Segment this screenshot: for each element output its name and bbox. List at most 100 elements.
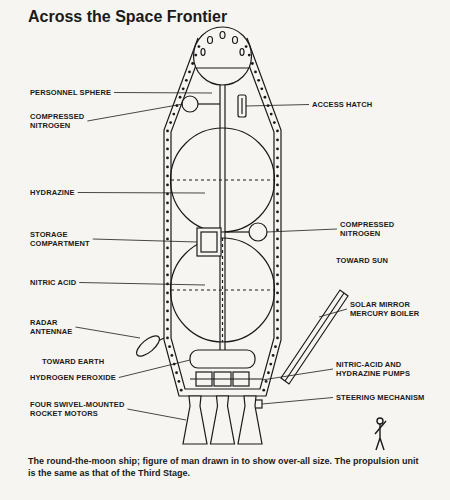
leader-line	[127, 409, 186, 420]
access-hatch-bar	[241, 98, 242, 114]
personnel-sphere	[194, 27, 252, 85]
rivet	[168, 345, 171, 348]
part-label: NITRIC ACID	[30, 278, 110, 287]
rivet	[185, 79, 188, 82]
rivet	[166, 220, 169, 223]
rivet	[248, 54, 251, 57]
window	[240, 49, 244, 56]
part-label: PERSONNEL SPHERE	[30, 88, 130, 97]
window	[208, 37, 213, 44]
rivet	[180, 389, 183, 392]
leader-line	[119, 360, 190, 378]
rivet	[262, 389, 265, 392]
window	[220, 32, 225, 39]
leader-line	[262, 398, 333, 405]
tank-seam	[171, 179, 274, 180]
rivet	[182, 87, 185, 90]
nitric-acid-tank	[171, 238, 275, 342]
rivet	[166, 256, 169, 259]
tank-seam	[171, 289, 274, 290]
rivet	[166, 274, 169, 277]
rivet	[257, 79, 260, 82]
rivet	[276, 238, 279, 241]
part-label: HYDROGEN PEROXIDE	[30, 373, 130, 382]
leader-line	[93, 239, 197, 242]
leader-line	[262, 369, 333, 380]
rivet	[179, 96, 182, 99]
hydrazine-tank	[171, 128, 275, 232]
rivet	[166, 229, 169, 232]
rivet	[194, 54, 197, 57]
rivet	[276, 319, 279, 322]
rivet	[276, 265, 279, 268]
part-label: RADAR ANTENNAE	[30, 318, 90, 336]
part-label: HYDRAZINE	[30, 188, 110, 197]
rocket-motor	[183, 396, 207, 444]
rivet	[276, 256, 279, 259]
rocket-motor	[211, 396, 235, 444]
rivet	[276, 193, 279, 196]
rivet	[166, 247, 169, 250]
rivet	[166, 211, 169, 214]
rivet	[166, 328, 169, 331]
rivet	[166, 265, 169, 268]
rivet	[188, 71, 191, 74]
part-label: STORAGE COMPARTMENT	[30, 230, 100, 248]
rivet	[276, 337, 279, 340]
rocket-motor	[238, 396, 262, 444]
rivet	[166, 184, 169, 187]
rivet	[166, 166, 169, 169]
rivet	[276, 301, 279, 304]
rivet	[273, 121, 276, 124]
rivet	[276, 283, 279, 286]
part-label: NITRIC-ACID AND HYDRAZINE PUMPS	[336, 360, 436, 378]
caption: The round-the-moon ship; figure of man d…	[28, 456, 428, 479]
rivet	[274, 345, 277, 348]
rivet	[272, 354, 275, 357]
rivet	[276, 292, 279, 295]
hydrogen-peroxide-tank	[190, 350, 255, 368]
direction-label: TOWARD SUN	[336, 256, 406, 265]
leader-line	[114, 92, 212, 94]
man-figure	[375, 418, 386, 450]
title: Across the Space Frontier	[28, 8, 227, 26]
part-label: COMPRESSED NITROGEN	[340, 220, 410, 238]
rivet	[276, 148, 279, 151]
rivet	[276, 310, 279, 313]
nitrogen-pipe	[198, 103, 220, 104]
rivet	[276, 211, 279, 214]
rivet	[178, 380, 181, 383]
rivet	[276, 157, 279, 160]
rivet	[276, 247, 279, 250]
rivet	[245, 45, 248, 48]
rivet	[166, 139, 169, 142]
nitrogen-bottle	[182, 96, 198, 112]
rivet	[276, 139, 279, 142]
rivet	[166, 202, 169, 205]
part-label: ACCESS HATCH	[312, 100, 382, 109]
rivet	[276, 202, 279, 205]
window	[233, 37, 238, 44]
rivet	[166, 319, 169, 322]
radar-antenna	[133, 332, 162, 359]
rivet	[276, 274, 279, 277]
rivet	[265, 380, 268, 383]
central-tube	[219, 85, 220, 350]
rivet	[276, 130, 279, 133]
part-label: SOLAR MIRROR MERCURY BOILER	[350, 300, 435, 318]
rivet	[166, 337, 169, 340]
rivet	[175, 371, 178, 374]
leader-line	[246, 105, 309, 107]
leader-line	[319, 309, 347, 317]
rivet	[254, 71, 257, 74]
rivet	[166, 175, 169, 178]
window	[201, 49, 205, 56]
hull-outline	[164, 38, 281, 396]
leader-line	[78, 192, 205, 194]
central-tube	[224, 85, 225, 350]
rivet	[276, 166, 279, 169]
rivet	[251, 62, 254, 65]
rivet	[276, 328, 279, 331]
